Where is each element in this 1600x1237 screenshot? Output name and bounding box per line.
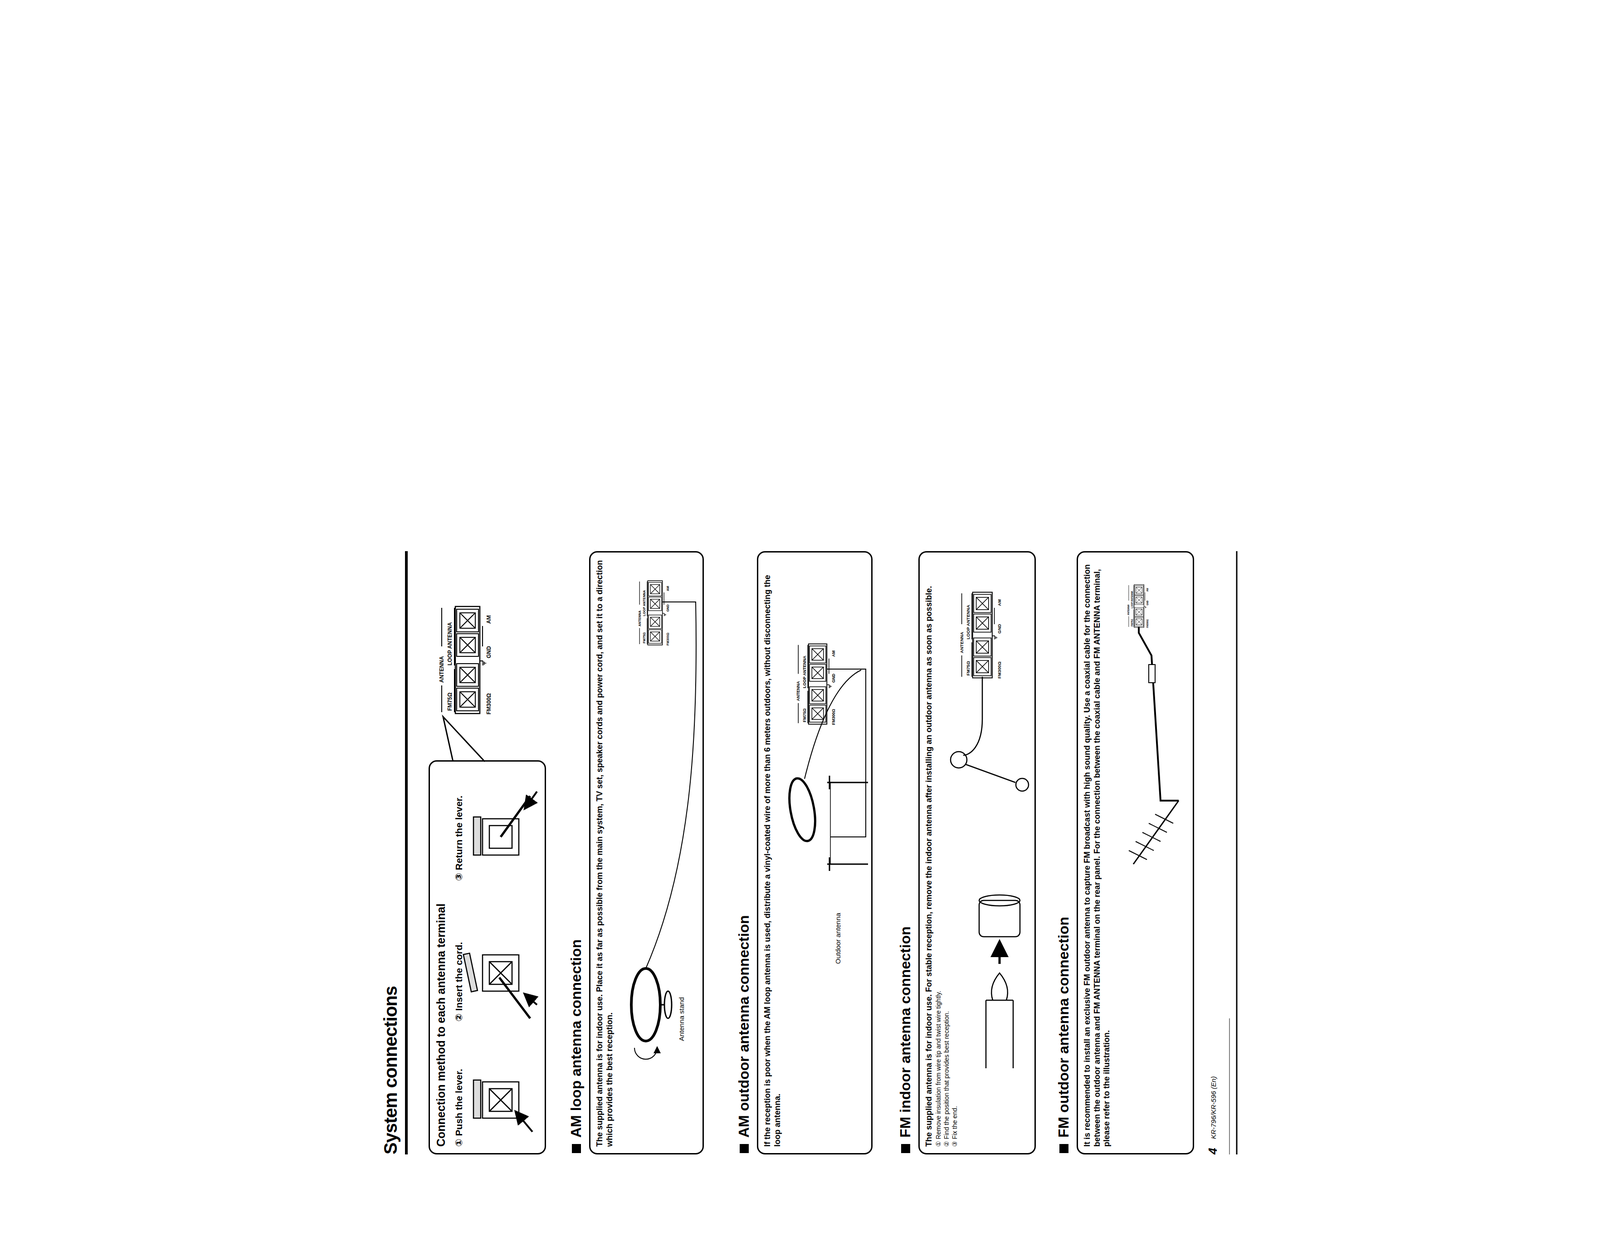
model-footer: KR-796/KR-596 (En) <box>1209 1076 1218 1139</box>
antenna-terminal: ANTENNAFM75Ω LOOP ANTENNA FM300Ω GND AM <box>637 580 676 646</box>
terminal-label: FM300Ω <box>665 632 670 646</box>
manual-page: System connections Connection method to e… <box>380 551 1243 1155</box>
heading-text: AM loop antenna connection <box>567 939 585 1138</box>
terminal-label: GND <box>665 604 670 612</box>
step-text: ① Remove insulation from wire tip and tw… <box>934 558 943 1147</box>
heading-text: FM outdoor antenna connection <box>1055 916 1073 1138</box>
section-heading: AM loop antenna connection <box>567 939 585 1153</box>
section-box: FM outdoor antenna connectionIt is recom… <box>1076 551 1195 1155</box>
terminal-label: FM75Ω <box>446 692 454 711</box>
terminal-label: GND <box>485 645 493 659</box>
terminal-label: AM <box>485 614 493 624</box>
terminal-label: FM300Ω <box>1146 619 1150 628</box>
page-number: 4 <box>1205 1147 1220 1155</box>
lever-steps <box>463 791 537 1132</box>
antenna-terminal: ANTENNA FM75Ω LOOP ANTENNA FM300Ω GND AM <box>795 643 844 725</box>
terminal-label: LOOP ANTENNA <box>642 590 647 616</box>
terminal-label: AM <box>831 650 837 657</box>
section-heading: AM outdoor antenna connection <box>735 914 753 1153</box>
heading-bullet <box>571 1143 581 1153</box>
page-edge <box>1229 551 1237 1155</box>
heading-text: FM indoor antenna connection <box>897 926 914 1138</box>
terminal-label: ANTENNA <box>438 655 445 683</box>
antenna-terminal: ANTENNAFM75Ω LOOP ANTENNA FM300Ω GND AM <box>959 591 1010 679</box>
title-rule <box>404 551 408 1155</box>
terminal-label: LOOP ANTENNA <box>965 604 971 640</box>
part-label: Antenna stand <box>677 996 686 1041</box>
terminal-label: GND <box>1146 600 1150 606</box>
heading-bullet <box>901 1143 911 1153</box>
part-label: Outdoor antenna <box>834 912 842 964</box>
callout-pointer <box>443 716 485 762</box>
fm-outdoor-antenna <box>1128 626 1179 864</box>
terminal-label: AM <box>665 585 670 591</box>
body-text: The supplied antenna is for indoor use. … <box>595 558 615 1147</box>
terminal-label: ANTENNA <box>959 631 965 654</box>
section-box: Connection method to each antenna termin… <box>428 760 547 1155</box>
terminal-label: LOOP ANTENNA <box>446 622 454 666</box>
section-box: AM outdoor antenna connectionIf the rece… <box>756 551 873 1155</box>
body-text: It is recommended to install an exclusiv… <box>1082 558 1113 1147</box>
terminal-label: FM75Ω <box>802 708 808 722</box>
section-heading: FM outdoor antenna connection <box>1055 916 1073 1153</box>
terminal-label: LOOP ANTENNA <box>1130 590 1134 609</box>
terminal-label: FM300Ω <box>996 661 1002 679</box>
step-text: ① Push the lever. <box>453 1068 465 1147</box>
body-text: The supplied antenna is for indoor use. … <box>924 558 935 1147</box>
terminal-label: ANTENNA <box>795 680 801 701</box>
terminal-label: FM300Ω <box>485 692 493 715</box>
heading-text: AM outdoor antenna connection <box>735 914 753 1138</box>
illustration <box>380 551 1243 1155</box>
am-loop-antenna <box>631 601 697 1059</box>
terminal-label: LOOP ANTENNA <box>802 655 808 688</box>
section-box: AM loop antenna connectionThe supplied a… <box>589 551 704 1155</box>
terminal-label: FM300Ω <box>831 708 837 725</box>
antenna-terminal: ANTENNA FM75Ω LOOP ANTENNA FM300Ω GND AM <box>438 605 503 715</box>
page-title: System connections <box>380 985 401 1155</box>
terminal-label: GND <box>996 623 1002 634</box>
terminal-label: ANTENNA <box>1127 604 1131 615</box>
fm-indoor-antenna <box>950 676 1029 1069</box>
terminal-label: FM75Ω <box>1130 619 1134 627</box>
terminal-label: GND <box>831 673 837 683</box>
step-text: ③ Fix the end. <box>950 558 959 1147</box>
terminal-label: FM75Ω <box>965 660 971 676</box>
step-text: ③ Return the lever. <box>453 795 465 881</box>
box-heading: Connection method to each antenna termin… <box>434 903 448 1147</box>
heading-bullet <box>739 1143 749 1153</box>
heading-bullet <box>1059 1143 1069 1153</box>
antenna-terminal: ANTENNA FM75Ω LOOP ANTENNA FM300Ω GND AM <box>1127 584 1153 628</box>
terminal-label: AM <box>996 599 1002 606</box>
terminal-label: FM75Ω <box>642 632 647 644</box>
step-text: ② Insert the cord. <box>453 941 465 1022</box>
section-heading: FM indoor antenna connection <box>897 926 914 1153</box>
terminal-label: AM <box>1146 588 1150 592</box>
body-text: If the reception is poor when the AM loo… <box>762 558 783 1147</box>
terminal-label: ANTENNA <box>637 610 642 627</box>
step-text: ② Find the position that provides best r… <box>942 558 951 1147</box>
